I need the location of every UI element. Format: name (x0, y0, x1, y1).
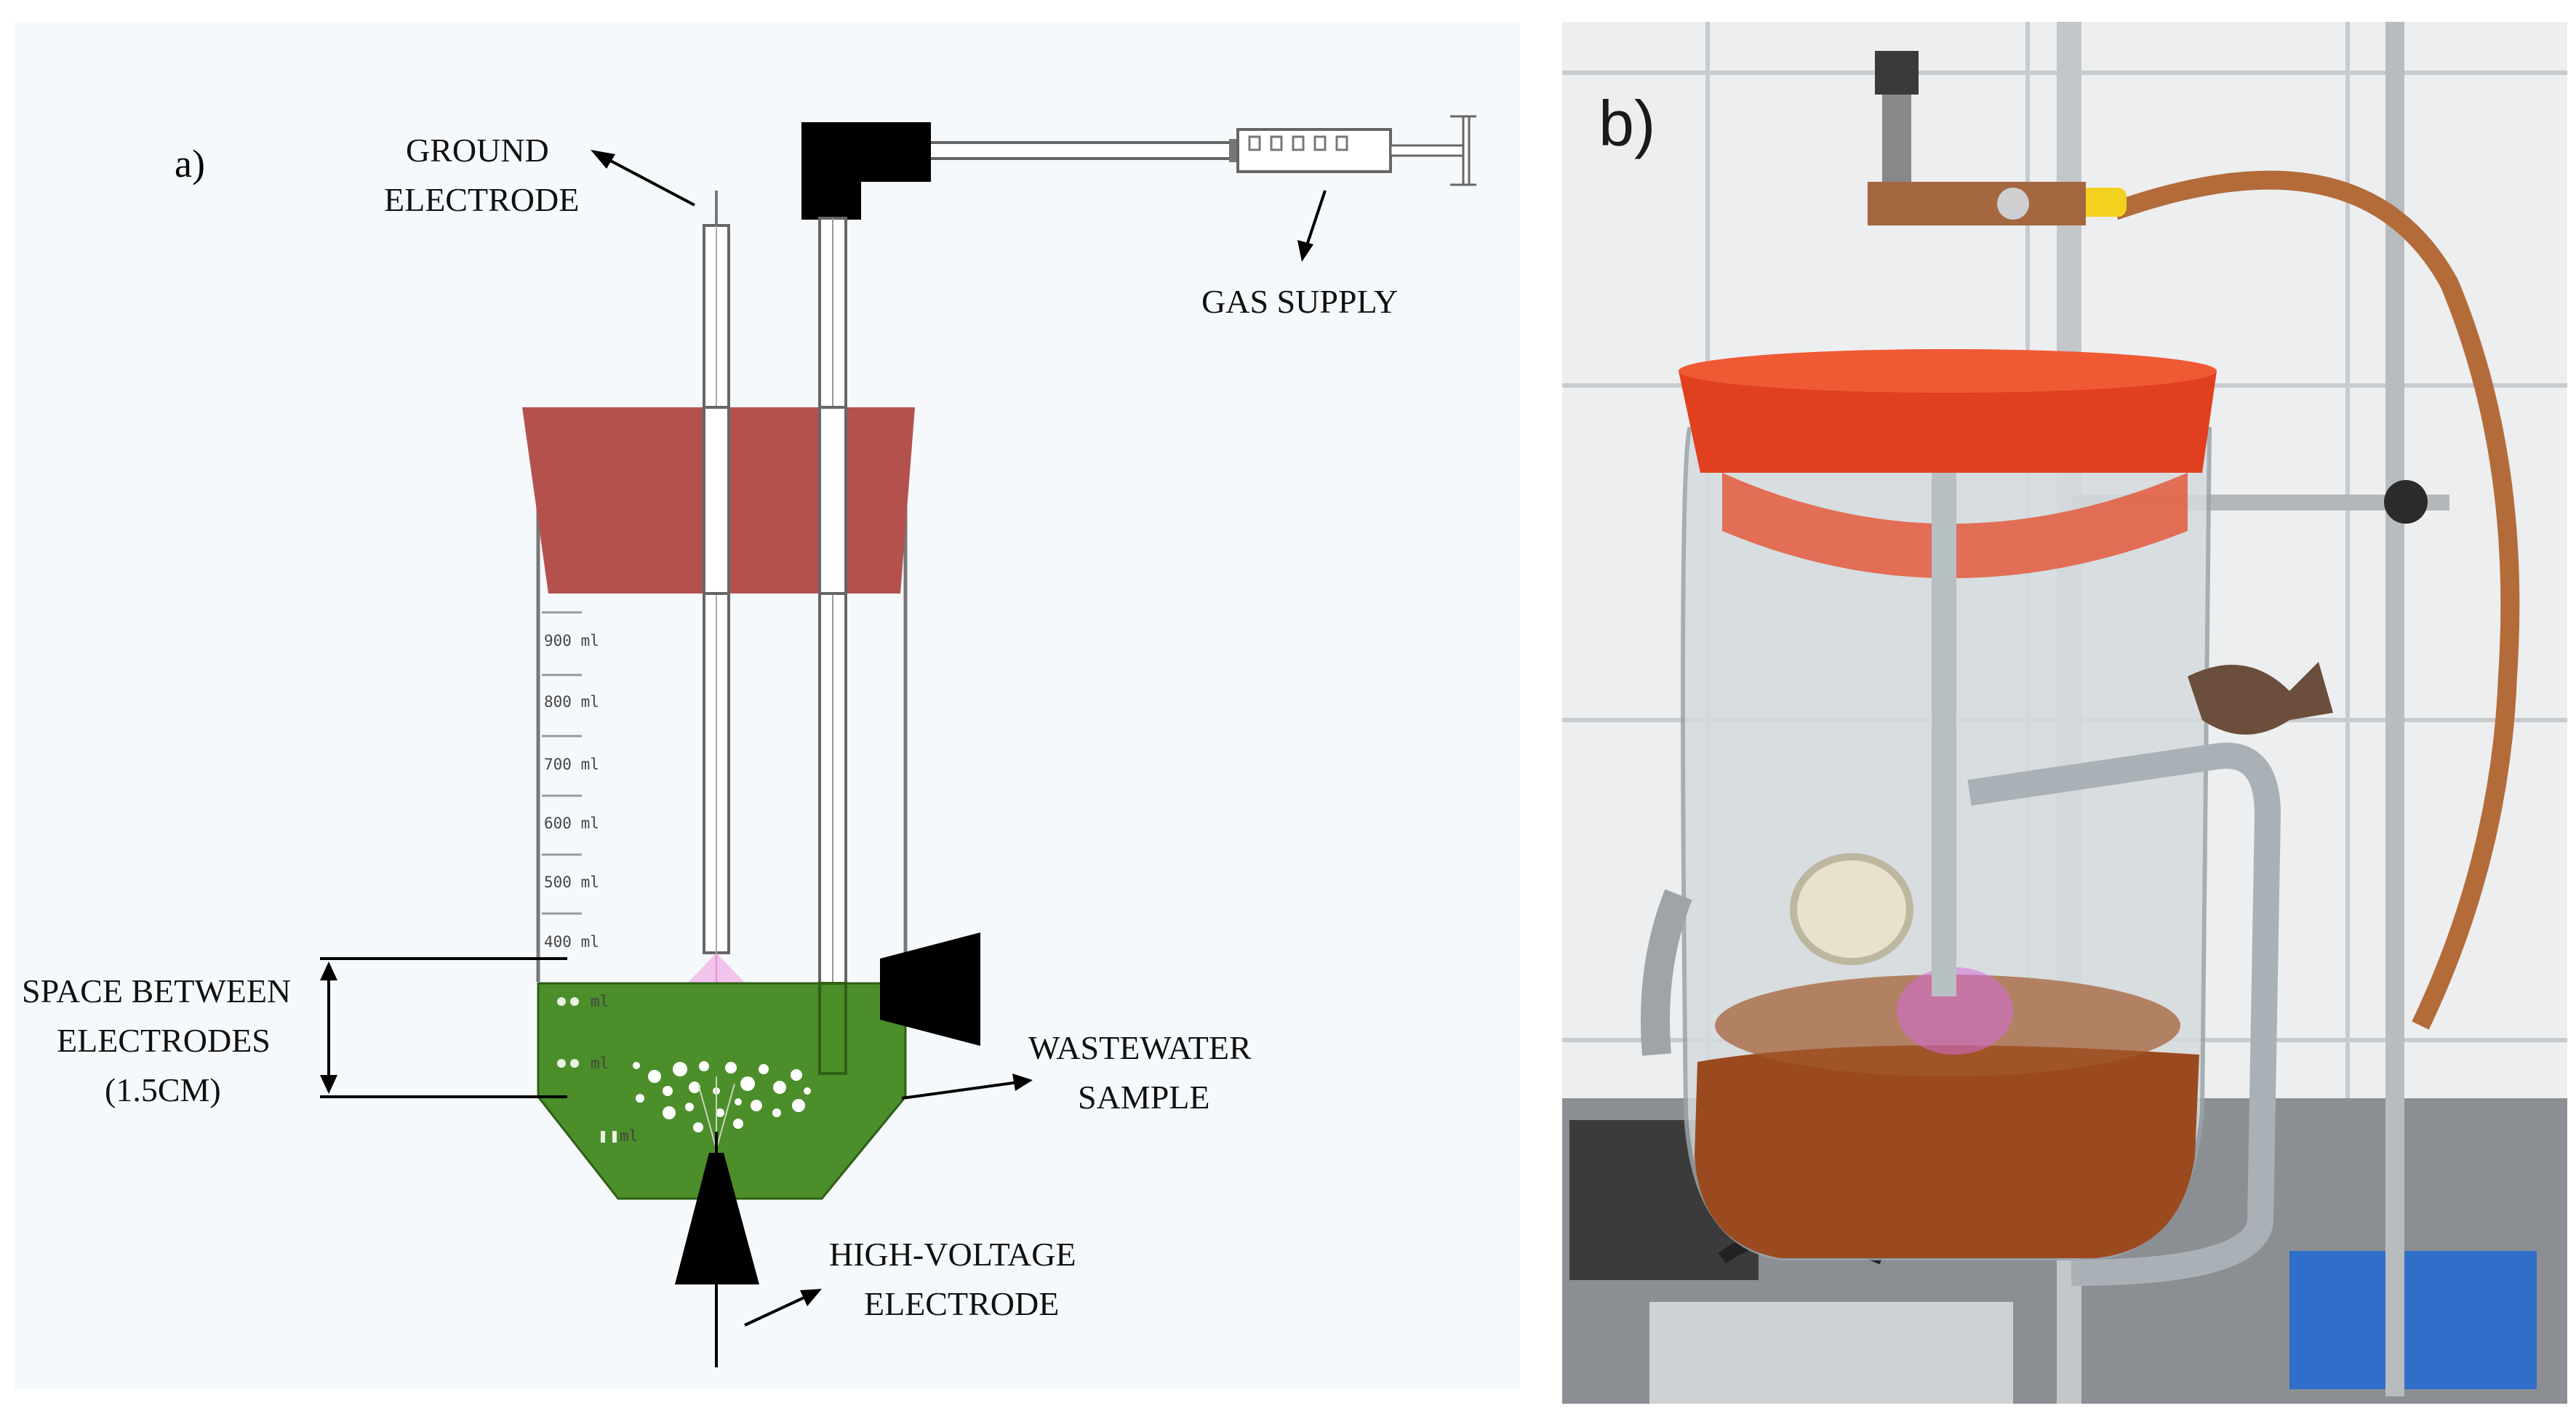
photo-inner-rod (1932, 473, 1956, 996)
glass-vessel (536, 502, 908, 982)
dimension-arrow-bottom (320, 1075, 337, 1094)
graduation-marks (542, 611, 582, 915)
gas-elbow-connector (801, 122, 931, 220)
photo-plasma (1897, 967, 2013, 1055)
label-hv-line1: HIGH-VOLTAGE (829, 1236, 1076, 1273)
arrow-wastewater-head (1012, 1074, 1033, 1091)
graduation-600: 600 ml (544, 815, 599, 832)
arrow-hv-line (744, 1295, 808, 1327)
gas-tube-through-lid (818, 406, 847, 595)
submerged-grad-1: ml (591, 993, 609, 1010)
ground-electrode-through-lid (703, 406, 730, 595)
label-wastewater-line2: SAMPLE (1078, 1079, 1209, 1116)
copper-clamp (1868, 182, 2086, 225)
panel-letter-a: a) (175, 142, 205, 185)
syringe-plunger-handle (1462, 115, 1471, 186)
label-wastewater-line1: WASTEWATER (1028, 1029, 1252, 1066)
label-gas-supply: GAS SUPPLY (1201, 283, 1398, 320)
graduation-500: 500 ml (544, 874, 599, 891)
arrow-ground-head (591, 150, 615, 169)
gas-tube-horizontal (924, 141, 1232, 160)
syringe-plunger-rod (1389, 144, 1465, 157)
graduation-900: 900 ml (544, 632, 599, 649)
gas-bubbles (633, 1061, 811, 1132)
side-port-collar (881, 959, 922, 1020)
bench-device (1649, 1302, 2013, 1404)
syringe-tip (1229, 139, 1238, 162)
dimension-arrow-top (320, 962, 337, 980)
clamp-bolt (1997, 188, 2029, 220)
graduation-800: 800 ml (544, 693, 599, 711)
label-space-line1: SPACE BETWEEN (22, 972, 291, 1010)
electrode-top-cap (1875, 51, 1919, 95)
photo-red-lid-top (1679, 349, 2217, 393)
arrow-wastewater-line (901, 1081, 1019, 1100)
arrow-gas-head (1297, 240, 1313, 262)
syringe-markings (1248, 135, 1348, 151)
graduation-700: 700 ml (544, 756, 599, 773)
label-hv-line2: ELECTRODE (864, 1285, 1059, 1322)
photo-red-lid (1679, 371, 2217, 473)
panel-a-schematic: a) 900 ml 800 ml 700 ml 60 (22, 115, 1476, 1367)
gas-supply-syringe (924, 115, 1476, 186)
arrow-hv-head (800, 1289, 822, 1306)
hv-electrode-body (675, 1153, 759, 1284)
submerged-graduations (557, 997, 617, 1143)
stand-base-blue (2289, 1251, 2537, 1389)
photo-liquid (1695, 1045, 2199, 1258)
graduation-400: 400 ml (544, 933, 599, 951)
label-space-line3: (1.5CM) (105, 1071, 221, 1108)
stand-clamp-knob (2384, 480, 2428, 524)
arrow-ground-line (603, 156, 695, 207)
photo-wing-nut (2188, 662, 2333, 735)
photo-side-tube (1641, 889, 1692, 1056)
schematic-svg: a) 900 ml 800 ml 700 ml 60 (22, 115, 1476, 1367)
gas-tube-submerged (818, 982, 847, 1075)
photo-gas-tube (1967, 743, 2281, 1286)
panel-b-photo: b) (1562, 22, 2567, 1404)
photo-side-window (1790, 853, 1913, 965)
submerged-grad-2: ml (591, 1055, 609, 1072)
label-space-line2: ELECTRODES (57, 1022, 271, 1059)
label-ground-electrode-line1: GROUND (406, 132, 549, 169)
panel-letter-b: b) (1599, 87, 1655, 159)
stand-rod (2385, 22, 2404, 1396)
label-ground-electrode-line2: ELECTRODE (384, 181, 579, 218)
submerged-grad-3: ml (620, 1127, 638, 1145)
arrow-gas-line (1305, 190, 1327, 248)
copper-wire (2111, 170, 2520, 1030)
photo-svg: b) (1562, 22, 2567, 1404)
